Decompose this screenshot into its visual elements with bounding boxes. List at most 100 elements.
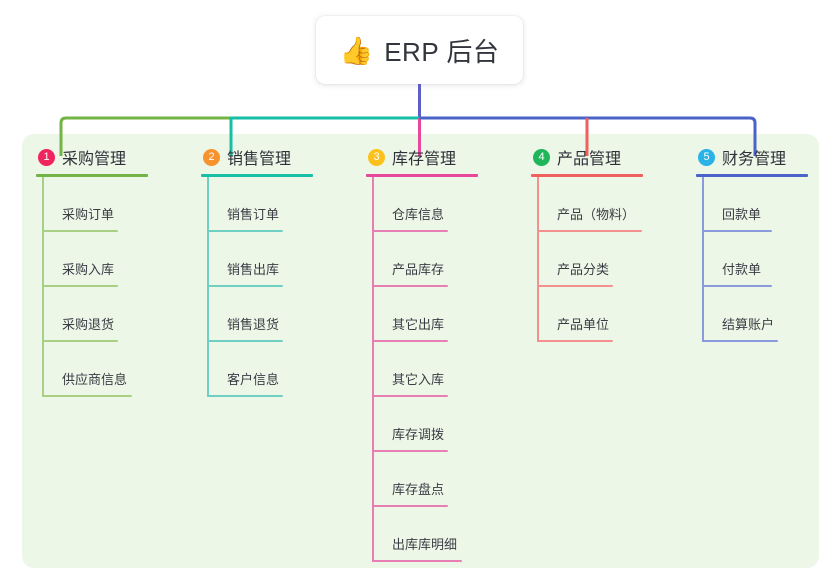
thumbs-up-icon: 👍 <box>339 35 374 66</box>
root-node[interactable]: 👍 ERP 后台 <box>316 16 523 84</box>
branch-title: 采购管理 <box>62 151 127 168</box>
branch-underline <box>366 174 478 177</box>
branch-item[interactable]: 供应商信息 <box>36 342 148 397</box>
branch-item-underline <box>372 505 448 507</box>
branch-item-label: 回款单 <box>722 207 762 222</box>
branch-underline <box>531 174 643 177</box>
branch-item[interactable]: 采购入库 <box>36 232 148 287</box>
branch-spine <box>372 177 374 562</box>
branch-title: 销售管理 <box>227 151 292 168</box>
branch-item[interactable]: 产品分类 <box>531 232 643 287</box>
branch-column: 4 产品管理产品（物料） 产品分类产品单位 <box>531 144 643 342</box>
branch-title: 库存管理 <box>392 151 457 168</box>
branch-item-label: 出库库明细 <box>392 537 458 552</box>
branch-item-label: 其它入库 <box>392 372 445 387</box>
branch-item-underline <box>702 285 772 287</box>
branch-item-underline <box>42 230 118 232</box>
branch-number-badge: 1 <box>38 148 55 166</box>
branch-item-label: 结算账户 <box>722 317 775 332</box>
branch-number-badge: 5 <box>698 148 715 166</box>
branch-underline <box>201 174 313 177</box>
branch-item[interactable]: 仓库信息 <box>366 177 478 232</box>
branch-item-label: 客户信息 <box>227 372 280 387</box>
branch-item-underline <box>537 340 613 342</box>
branch-title: 产品管理 <box>557 151 622 168</box>
branch-item-label: 采购订单 <box>62 207 115 222</box>
branch-item-label: 销售出库 <box>227 262 280 277</box>
branch-item-list: 产品（物料） 产品分类产品单位 <box>531 177 643 342</box>
branch-spine <box>702 177 704 342</box>
branch-item-label: 采购入库 <box>62 262 115 277</box>
branch-item-underline <box>372 395 448 397</box>
branch-item-label: 库存调拨 <box>392 427 445 442</box>
branch-item-underline <box>207 230 283 232</box>
branch-header[interactable]: 1 采购管理 <box>36 144 148 170</box>
branch-item-label: 付款单 <box>722 262 762 277</box>
branch-item[interactable]: 回款单 <box>696 177 808 232</box>
branch-item[interactable]: 库存调拨 <box>366 397 478 452</box>
branch-item-label: 销售退货 <box>227 317 280 332</box>
branch-item-underline <box>372 560 462 562</box>
branch-item-underline <box>702 230 772 232</box>
branch-spine <box>537 177 539 342</box>
branch-underline <box>36 174 148 177</box>
branch-item[interactable]: 付款单 <box>696 232 808 287</box>
branch-number-badge: 2 <box>203 148 220 166</box>
branch-title: 财务管理 <box>722 151 787 168</box>
branch-item-list: 回款单付款单结算账户 <box>696 177 808 342</box>
branch-board <box>22 134 819 568</box>
branch-column: 5 财务管理回款单付款单结算账户 <box>696 144 808 342</box>
branch-item[interactable]: 产品单位 <box>531 287 643 342</box>
branch-item-underline <box>372 450 448 452</box>
branch-item-underline <box>372 340 448 342</box>
branch-item[interactable]: 其它出库 <box>366 287 478 342</box>
branch-item-label: 产品单位 <box>557 317 610 332</box>
branch-item-underline <box>207 395 283 397</box>
branch-header[interactable]: 3 库存管理 <box>366 144 478 170</box>
branch-number-badge: 4 <box>533 148 550 166</box>
branch-item-label: 产品库存 <box>392 262 445 277</box>
branch-spine <box>207 177 209 397</box>
branch-column: 2 销售管理销售订单销售出库销售退货客户信息 <box>201 144 313 397</box>
branch-item-underline <box>702 340 778 342</box>
branch-item-underline <box>42 340 118 342</box>
branch-item-underline <box>207 285 283 287</box>
branch-item-label: 产品（物料） <box>557 207 636 222</box>
branch-item-underline <box>207 340 283 342</box>
branch-item-label: 采购退货 <box>62 317 115 332</box>
branch-item[interactable]: 结算账户 <box>696 287 808 342</box>
branch-item-label: 销售订单 <box>227 207 280 222</box>
branch-item-list: 仓库信息产品库存其它出库其它入库库存调拨库存盘点出库库明细 <box>366 177 478 562</box>
branch-item-list: 销售订单销售出库销售退货客户信息 <box>201 177 313 397</box>
branch-item-label: 供应商信息 <box>62 372 128 387</box>
branch-item[interactable]: 客户信息 <box>201 342 313 397</box>
branch-item[interactable]: 采购订单 <box>36 177 148 232</box>
branch-item[interactable]: 采购退货 <box>36 287 148 342</box>
branch-item[interactable]: 产品库存 <box>366 232 478 287</box>
branch-item[interactable]: 库存盘点 <box>366 452 478 507</box>
branch-item-underline <box>537 230 642 232</box>
branch-item-underline <box>42 285 118 287</box>
branch-item-label: 产品分类 <box>557 262 610 277</box>
branch-header[interactable]: 4 产品管理 <box>531 144 643 170</box>
branch-header[interactable]: 2 销售管理 <box>201 144 313 170</box>
branch-column: 3 库存管理仓库信息产品库存其它出库其它入库库存调拨库存盘点出库库明细 <box>366 144 478 562</box>
branch-item[interactable]: 销售出库 <box>201 232 313 287</box>
branch-item-underline <box>372 285 448 287</box>
branch-header[interactable]: 5 财务管理 <box>696 144 808 170</box>
branch-item[interactable]: 销售退货 <box>201 287 313 342</box>
branch-item[interactable]: 销售订单 <box>201 177 313 232</box>
branch-item-underline <box>537 285 613 287</box>
branch-item[interactable]: 出库库明细 <box>366 507 478 562</box>
branch-item-label: 仓库信息 <box>392 207 445 222</box>
branch-item-label: 其它出库 <box>392 317 445 332</box>
branch-item-label: 库存盘点 <box>392 482 445 497</box>
branch-spine <box>42 177 44 397</box>
branch-item-underline <box>372 230 448 232</box>
branch-column: 1 采购管理采购订单采购入库采购退货供应商信息 <box>36 144 148 397</box>
branch-number-badge: 3 <box>368 148 385 166</box>
branch-item[interactable]: 其它入库 <box>366 342 478 397</box>
branch-underline <box>696 174 808 177</box>
branch-item[interactable]: 产品（物料） <box>531 177 643 232</box>
